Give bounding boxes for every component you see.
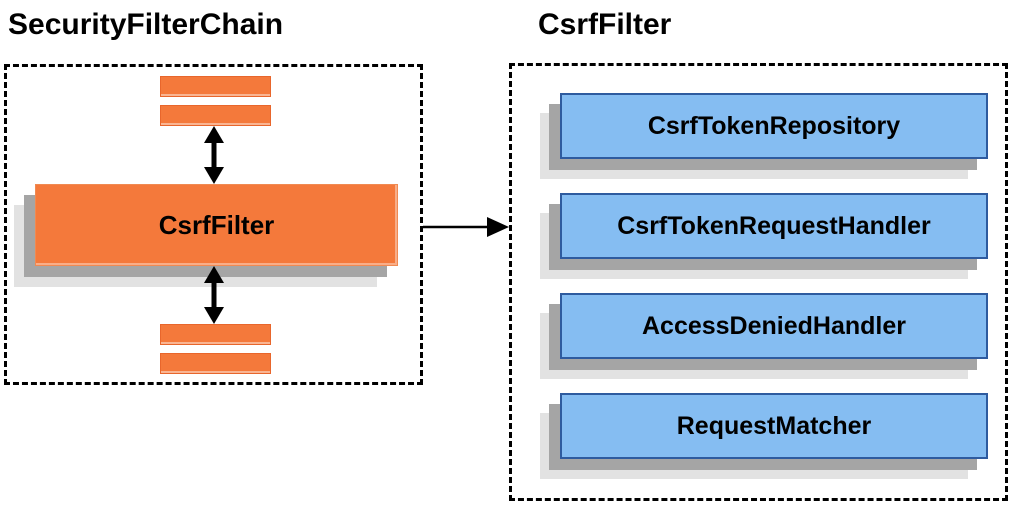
filter-bar: [160, 353, 271, 374]
right-arrow-icon: [423, 217, 509, 237]
component-box-csrf-token-repository: CsrfTokenRepository: [560, 93, 988, 159]
csrf-filter-box: CsrfFilter: [35, 184, 398, 266]
filter-bar: [160, 324, 271, 345]
filter-bar: [160, 105, 271, 126]
filter-bar: [160, 76, 271, 97]
csrf-filter-panel: CsrfTokenRepository CsrfTokenRequestHand…: [509, 63, 1008, 501]
right-panel-title: CsrfFilter: [538, 8, 672, 41]
component-box-request-matcher: RequestMatcher: [560, 393, 988, 459]
csrf-filter-box-label: CsrfFilter: [158, 209, 275, 240]
left-panel-title: SecurityFilterChain: [8, 8, 284, 41]
up-down-arrow-icon: [204, 126, 224, 184]
component-label: CsrfTokenRepository: [647, 111, 901, 140]
security-filter-chain-panel: CsrfFilter: [4, 64, 423, 385]
component-box-csrf-token-request-handler: CsrfTokenRequestHandler: [560, 193, 988, 259]
component-label: RequestMatcher: [676, 411, 872, 440]
component-label: AccessDeniedHandler: [641, 311, 906, 340]
component-label: CsrfTokenRequestHandler: [617, 211, 931, 240]
up-down-arrow-icon: [204, 266, 224, 324]
component-box-access-denied-handler: AccessDeniedHandler: [560, 293, 988, 359]
